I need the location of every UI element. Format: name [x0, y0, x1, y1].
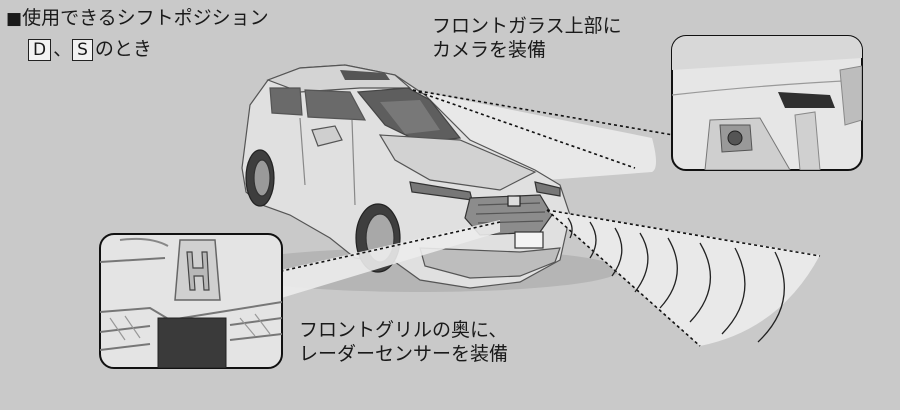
- camera-beam-edges: [412, 89, 674, 169]
- radar-label: フロントグリルの奥に、 レーダーセンサーを装備: [299, 318, 508, 366]
- gear-separator: 、: [53, 38, 73, 60]
- heading-bullet: ■: [6, 9, 23, 29]
- gear-s-badge: S: [72, 39, 93, 61]
- camera-callout: [671, 35, 863, 171]
- radar-fan: [546, 209, 821, 347]
- radar-pointer: [214, 220, 501, 318]
- heading-title: 使用できるシフトポジション: [22, 7, 269, 29]
- heading: ■使用できるシフトポジション: [6, 6, 269, 31]
- camera-label: フロントガラス上部に カメラを装備: [432, 14, 622, 62]
- radar-label-line2: レーダーセンサーを装備: [299, 343, 509, 365]
- radar-label-line1: フロントグリルの奥に、: [299, 319, 508, 341]
- gear-d-badge: D: [28, 39, 52, 61]
- camera-beam: [413, 90, 656, 182]
- radar-callout: [99, 233, 283, 369]
- gear-suffix: のとき: [94, 38, 152, 60]
- camera-label-line1: フロントガラス上部に: [432, 15, 622, 37]
- camera-label-line2: カメラを装備: [432, 39, 547, 61]
